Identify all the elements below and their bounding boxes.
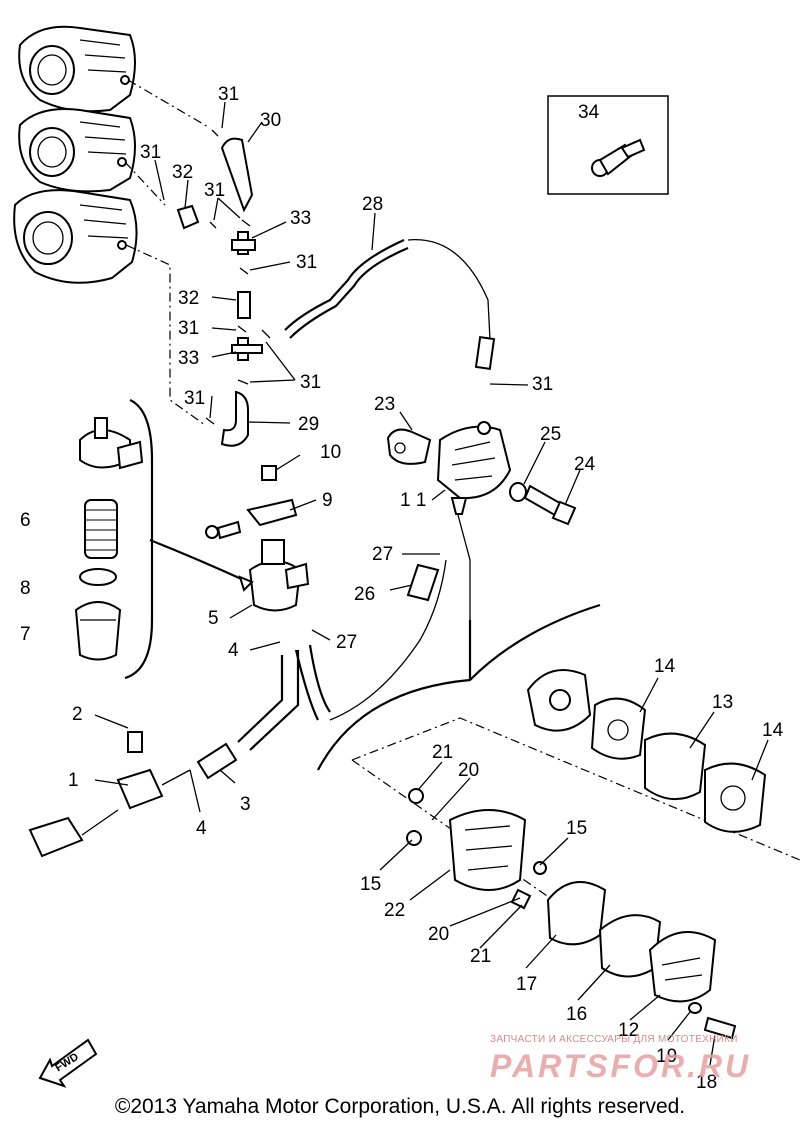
diaphragm-13 <box>644 732 707 800</box>
callout-8: 8 <box>20 578 31 599</box>
callout-31-d: 31 <box>296 252 317 273</box>
callout-32-lower: 32 <box>178 288 199 309</box>
o-ring-8 <box>79 568 117 586</box>
callout-27-upper: 27 <box>372 544 393 565</box>
callout-10: 10 <box>320 442 341 463</box>
callout-28: 28 <box>362 194 383 215</box>
pump-cover-top <box>526 669 592 732</box>
callout-15-right: 15 <box>566 818 587 839</box>
callout-9: 9 <box>322 490 333 511</box>
lower-pump-exploded <box>317 603 800 1040</box>
carburetor-assembly <box>13 25 138 284</box>
carburetor-top <box>18 25 136 113</box>
callout-15-left: 15 <box>360 874 381 895</box>
callout-5: 5 <box>208 608 219 629</box>
callout-13: 13 <box>712 692 733 713</box>
callout-7: 7 <box>20 624 31 645</box>
filter-cap <box>79 417 144 470</box>
washer-19 <box>688 1002 702 1014</box>
upper-hose-network <box>176 129 271 447</box>
gasket-14-upper <box>590 697 647 760</box>
callout-31-c: 31 <box>204 180 225 201</box>
fuel-pump-upper <box>386 421 577 526</box>
callout-31-h: 31 <box>532 374 553 395</box>
callout-31-a: 31 <box>218 84 239 105</box>
part-34-inset <box>547 95 669 195</box>
filter-cup-7 <box>74 601 122 661</box>
callout-31-b: 31 <box>140 142 161 163</box>
callout-25: 25 <box>540 424 561 445</box>
callout-16: 16 <box>566 1004 587 1025</box>
fitting-34 <box>591 138 646 177</box>
nut-10 <box>261 465 277 481</box>
callout-21-upper: 21 <box>432 742 453 763</box>
valve-21-upper <box>408 788 424 804</box>
callout-numbers: 1 2 3 4 4 5 6 7 8 9 10 1 1 12 13 14 14 1… <box>20 84 784 1093</box>
callout-27-lower: 27 <box>336 632 357 653</box>
callout-2: 2 <box>72 704 83 725</box>
callout-18: 18 <box>696 1072 717 1093</box>
callout-34: 34 <box>578 102 600 123</box>
callout-20-upper: 20 <box>458 760 479 781</box>
callout-21-lower: 21 <box>470 946 491 967</box>
fuel-connector-group <box>28 731 191 858</box>
callout-22: 22 <box>384 900 405 921</box>
callout-33-lower: 33 <box>178 348 199 369</box>
lower-hoses <box>196 514 472 780</box>
callout-4-lower: 4 <box>196 818 207 839</box>
callout-33-upper: 33 <box>290 208 311 229</box>
fuel-filter-group <box>74 398 310 680</box>
fwd-arrow-icon: FWD <box>38 1038 98 1088</box>
gasket-17 <box>546 881 607 946</box>
bracket-9 <box>205 498 298 540</box>
washer-15-right <box>533 861 547 875</box>
filter-element-6 <box>84 499 118 559</box>
callout-32-upper: 32 <box>172 162 193 183</box>
bolt-18 <box>703 1016 737 1040</box>
callout-24: 24 <box>574 454 596 475</box>
callout-12: 12 <box>618 1020 639 1041</box>
callout-17: 17 <box>516 974 537 995</box>
screw-21-lower <box>510 888 532 910</box>
callout-19: 19 <box>656 1046 677 1067</box>
fuel-filter-5 <box>248 539 310 612</box>
carburetor-leader-lines <box>124 79 211 426</box>
callout-1: 1 <box>68 770 79 791</box>
watermark-tagline: ЗАПЧАСТИ И АКСЕССУАРЫ ДЛЯ МОТОТЕХНИКИ <box>490 1034 738 1045</box>
hose-28 <box>284 238 496 370</box>
callout-6: 6 <box>20 510 31 531</box>
callout-31-e: 31 <box>178 318 199 339</box>
callout-14-upper: 14 <box>654 656 676 677</box>
callout-20-lower: 20 <box>428 924 449 945</box>
pump-cover-12 <box>648 931 717 1003</box>
callout-26: 26 <box>354 584 375 605</box>
callout-31-f: 31 <box>300 372 321 393</box>
callout-14-lower: 14 <box>762 720 784 741</box>
callout-30: 30 <box>260 110 281 131</box>
callout-29: 29 <box>298 414 319 435</box>
callout-4-upper: 4 <box>228 640 239 661</box>
copyright-notice: ©2013 Yamaha Motor Corporation, U.S.A. A… <box>114 1095 686 1118</box>
gasket-14-lower <box>704 762 767 833</box>
callout-23: 23 <box>374 394 395 415</box>
callout-3: 3 <box>240 794 251 815</box>
pump-body-22 <box>448 809 527 891</box>
carburetor-bottom <box>13 189 138 284</box>
callout-11: 1 1 <box>400 490 426 511</box>
callout-leader-lines <box>94 101 769 1066</box>
callout-31-g: 31 <box>184 388 205 409</box>
carburetor-middle <box>18 108 136 193</box>
watermark-logo: PARTSFOR.RU <box>490 1048 752 1084</box>
